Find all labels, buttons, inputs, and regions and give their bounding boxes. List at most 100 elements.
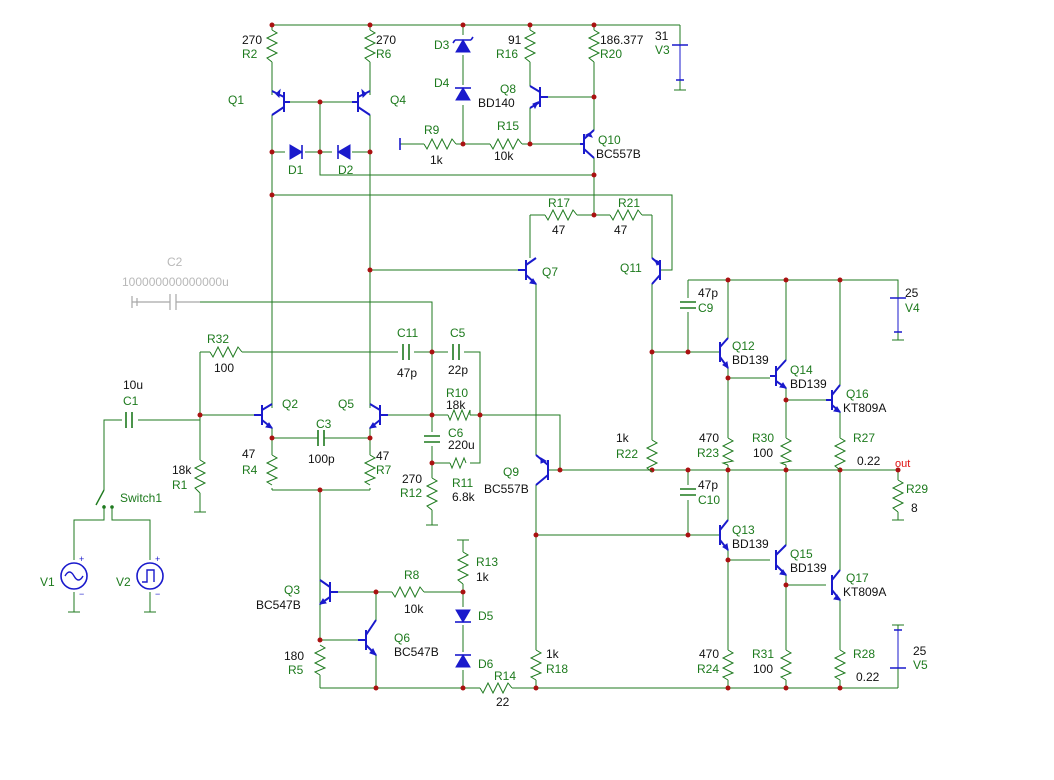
Q12-ref: Q12: [732, 339, 755, 353]
battery-V3: [672, 44, 688, 91]
C10-value: 47p: [698, 478, 718, 492]
Q15-model: BD139: [790, 561, 827, 575]
R20-ref: R20: [600, 47, 622, 61]
grounds: [68, 511, 904, 613]
D5-ref: D5: [478, 609, 494, 623]
D4-ref: D4: [434, 76, 450, 90]
R4-ref: R4: [242, 463, 258, 477]
R24-value: 470: [699, 647, 719, 661]
R7-ref: R7: [376, 463, 392, 477]
svg-text:+: +: [155, 554, 160, 564]
resistor-R4: [265, 454, 279, 486]
resistors: [193, 29, 905, 695]
switch-Switch1: [95, 489, 114, 509]
Q3-model: BC547B: [256, 598, 301, 612]
transistor-Q10: [580, 129, 595, 159]
diode-D2: [337, 144, 351, 160]
resistor-R16: [523, 29, 537, 63]
C2-ref: C2: [167, 255, 183, 269]
R2-ref: R2: [242, 47, 258, 61]
capacitor-C10: [680, 488, 696, 496]
R16-value: 91: [508, 33, 522, 47]
C5-value: 22p: [448, 363, 468, 377]
Q5-ref: Q5: [338, 397, 354, 411]
V2-ref: V2: [116, 575, 131, 589]
resistor-R29: [891, 479, 905, 513]
Q6-ref: Q6: [394, 631, 410, 645]
R5-value: 180: [284, 649, 304, 663]
resistor-R31: [779, 649, 793, 681]
V4-value: 25: [905, 286, 919, 300]
R15-value: 10k: [494, 149, 514, 163]
C6-ref: C6: [448, 426, 464, 440]
transistor-Q4: [352, 88, 371, 116]
resistor-R21: [609, 208, 643, 222]
R7-value: 47: [376, 449, 390, 463]
Q9-model: BC557B: [484, 482, 529, 496]
resistor-R12: [425, 477, 439, 511]
C11-value: 47p: [397, 366, 417, 380]
capacitor-C1: [125, 412, 133, 428]
R9-ref: R9: [424, 123, 440, 137]
Q1-ref: Q1: [228, 93, 244, 107]
R27-ref: R27: [853, 431, 875, 445]
resistor-R24: [721, 649, 735, 681]
R11-ref: R11: [452, 476, 473, 490]
diode-D3: [452, 36, 474, 53]
transistor-Q11: [651, 257, 661, 285]
R31-ref: R31: [752, 647, 774, 661]
capacitor-C3: [312, 430, 330, 446]
R21-value: 47: [614, 223, 628, 237]
Q8-model: BD140: [478, 96, 515, 110]
transistor-Q5: [369, 403, 388, 429]
resistor-R27: [833, 437, 847, 471]
V5-value: 25: [913, 644, 927, 658]
V3-ref: V3: [655, 43, 670, 57]
R29-ref: R29: [906, 482, 928, 496]
Q17-model: KT809A: [843, 585, 886, 599]
C3-ref: C3: [316, 417, 332, 431]
D1-ref: D1: [288, 163, 304, 177]
resistor-R6: [363, 29, 377, 63]
D6-ref: D6: [478, 657, 494, 671]
resistor-R23: [721, 437, 735, 466]
Q16-ref: Q16: [846, 387, 869, 401]
resistor-R22: [645, 439, 659, 473]
resistor-R28: [833, 649, 847, 681]
capacitors: [125, 294, 696, 496]
transistor-Q3: [319, 579, 338, 605]
Q3-ref: Q3: [284, 583, 300, 597]
R22-value: 1k: [616, 431, 630, 445]
transistor-Q8: [529, 85, 548, 110]
R20-value: 186.377: [600, 33, 644, 47]
R31-value: 100: [753, 662, 773, 676]
R27-value: 0.22: [857, 454, 881, 468]
svg-text:−: −: [79, 589, 84, 599]
resistor-R18: [529, 649, 543, 681]
transistor-Q16: [826, 384, 841, 413]
sine-source-V1-icon: +−: [60, 554, 88, 599]
R11-value: 6.8k: [452, 490, 476, 504]
V5-ref: V5: [913, 658, 928, 672]
C11-ref: C11: [397, 326, 418, 340]
C2-value: 100000000000000u: [122, 275, 229, 289]
Q6-model: BC547B: [394, 645, 439, 659]
R12-ref: R12: [400, 486, 422, 500]
transistor-Q15: [775, 544, 787, 576]
C10-ref: C10: [698, 493, 720, 507]
R18-value: 1k: [546, 647, 560, 661]
capacitor-C11: [402, 344, 410, 360]
R12-value: 270: [402, 472, 422, 486]
V4-ref: V4: [905, 301, 920, 315]
wires: [73, 24, 899, 689]
resistor-R13: [456, 551, 470, 585]
R16-ref: R16: [496, 47, 518, 61]
R15-ref: R15: [497, 119, 519, 133]
transistor-Q12: [719, 337, 729, 369]
R2-value: 270: [242, 33, 262, 47]
R28-value: 0.22: [856, 670, 880, 684]
D2-ref: D2: [338, 163, 354, 177]
diode-D4: [455, 87, 471, 101]
R1-ref: R1: [172, 478, 188, 492]
